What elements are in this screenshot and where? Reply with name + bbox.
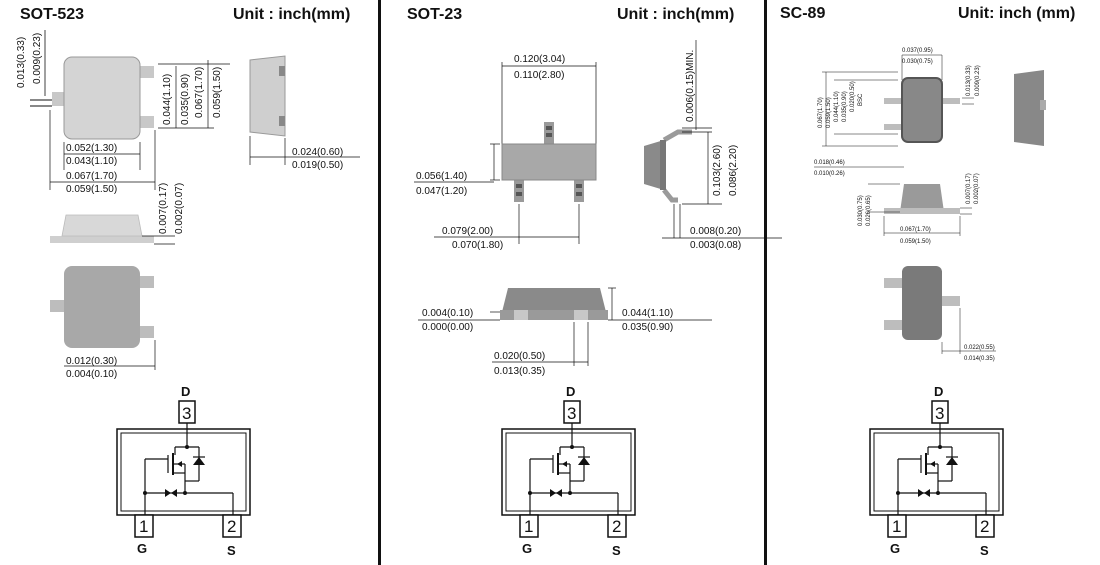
dim-label: 0.067(1.70) <box>900 227 931 233</box>
gate-label: G <box>137 541 147 556</box>
dim-label: BSC <box>858 93 864 106</box>
mosfet-schematic: D 3 <box>116 384 251 558</box>
panel-sot-523: SOT-523 Unit : inch(mm) 0.013(0.33) 0.00… <box>0 0 378 565</box>
dim-label: 0.059(1.50) <box>826 97 832 128</box>
package-title: SOT-523 <box>20 6 85 23</box>
dim-label: 0.059(1.50) <box>212 67 223 118</box>
unit-label: Unit: inch (mm) <box>958 5 1076 22</box>
dim-label: 0.024(0.60) <box>292 147 343 158</box>
unit-label: Unit : inch(mm) <box>617 6 735 23</box>
drain-label: D <box>181 384 190 399</box>
dim-label: 0.018(0.46) <box>814 160 845 166</box>
dim-label: 0.037(0.95) <box>902 48 933 54</box>
top-view-package <box>30 30 154 140</box>
dim-label: 0.012(0.30) <box>66 356 117 367</box>
dim-label: 0.120(3.04) <box>514 54 565 65</box>
dim-label: 0.008(0.20) <box>690 226 741 237</box>
sot-23-drawing: 0.120(3.04) 0.110(2.80) 0.056(1.40) 0.04… <box>414 40 782 558</box>
dim-label: 0.035(0.90) <box>842 91 848 122</box>
bottom-view-package <box>50 266 154 348</box>
dim-label: 0.022(0.55) <box>964 345 995 351</box>
dim-label: 0.020(0.50) <box>494 351 545 362</box>
dim-label: 0.052(1.30) <box>66 143 117 154</box>
gate-label: G <box>522 541 532 556</box>
dim-label: 0.067(1.70) <box>818 97 824 128</box>
dim-label: 0.067(1.70) <box>66 171 117 182</box>
dim-label: 0.003(0.08) <box>690 240 741 251</box>
dim-label: 0.110(2.80) <box>514 70 564 81</box>
dim-label: 0.013(0.33) <box>966 65 972 96</box>
dim-label: 0.002(0.07) <box>174 183 185 234</box>
top-view-package <box>501 122 597 202</box>
pin-3-number: 3 <box>935 404 944 423</box>
pin-1-number: 1 <box>524 517 533 536</box>
dim-label: 0.030(0.75) <box>902 59 933 65</box>
dim-label: 0.010(0.26) <box>814 171 845 177</box>
package-title: SC-89 <box>780 5 826 22</box>
end-view-package <box>500 288 608 320</box>
panel-sc-89: SC-89 Unit: inch (mm) 0.037(0.95) 0.030(… <box>768 0 1100 565</box>
side-view-package <box>1014 70 1046 146</box>
dim-label: 0.013(0.33) <box>16 37 27 88</box>
dim-label: 0.059(1.50) <box>66 184 117 195</box>
pin-3-number: 3 <box>567 404 576 423</box>
end-view-package <box>50 214 154 243</box>
dim-label: 0.013(0.35) <box>494 366 545 377</box>
pin-2-number: 2 <box>227 517 236 536</box>
dim-label: 0.056(1.40) <box>416 171 467 182</box>
dim-label: 0.044(1.10) <box>834 91 840 122</box>
bottom-view-package <box>884 266 960 340</box>
source-label: S <box>227 543 236 558</box>
dim-label: 0.020(0.50) <box>850 81 856 112</box>
dim-label: 0.079(2.00) <box>442 226 493 237</box>
unit-label: Unit : inch(mm) <box>233 6 351 23</box>
mosfet-schematic: D 3 <box>869 384 1004 558</box>
pin-2-number: 2 <box>612 517 621 536</box>
panel-sot-23: SOT-23 Unit : inch(mm) 0.120(3.04) 0.110… <box>382 0 782 565</box>
dim-label: 0.007(0.17) <box>966 173 972 204</box>
mosfet-schematic: D 3 <box>501 384 636 558</box>
dim-label: 0.002(0.07) <box>974 173 980 204</box>
side-view-package <box>644 129 692 203</box>
panel-divider <box>378 0 381 565</box>
gate-label: G <box>890 541 900 556</box>
dim-label: 0.044(1.10) <box>622 308 673 319</box>
dim-label: 0.047(1.20) <box>416 186 467 197</box>
dim-label: 0.086(2.20) <box>728 145 739 196</box>
drain-label: D <box>934 384 943 399</box>
pin-1-number: 1 <box>892 517 901 536</box>
dim-label: 0.043(1.10) <box>66 156 117 167</box>
dim-label: 0.035(0.90) <box>180 74 191 125</box>
dim-label: 0.004(0.10) <box>422 308 473 319</box>
dim-label: 0.067(1.70) <box>194 67 205 118</box>
top-view-package <box>884 77 960 143</box>
dim-label: 0.007(0.17) <box>158 183 169 234</box>
dim-label: 0.000(0.00) <box>422 322 473 333</box>
dim-label: 0.035(0.90) <box>622 322 673 333</box>
dim-label: 0.014(0.35) <box>964 356 995 362</box>
pin-3-number: 3 <box>182 404 191 423</box>
dim-label: 0.004(0.10) <box>66 369 117 380</box>
panel-divider <box>764 0 767 565</box>
dim-label: 0.103(2.60) <box>712 145 723 196</box>
package-title: SOT-23 <box>407 6 463 23</box>
dim-label: 0.070(1.80) <box>452 240 503 251</box>
pin-2-number: 2 <box>980 517 989 536</box>
pin-1-number: 1 <box>139 517 148 536</box>
drain-label: D <box>566 384 575 399</box>
dim-label: 0.009(0.23) <box>975 65 981 96</box>
dim-label: 0.030(0.75) <box>858 195 864 226</box>
dim-label: 0.026(0.65) <box>866 195 872 226</box>
dim-label: 0.059(1.50) <box>900 239 931 245</box>
end-view-package <box>884 184 960 214</box>
dim-label: 0.044(1.10) <box>162 74 173 125</box>
side-view-package <box>249 55 286 137</box>
dim-label: 0.006(0.15)MIN. <box>685 50 696 122</box>
sot-523-drawing: 0.013(0.33) 0.009(0.23) 0.044(1.10) 0.03… <box>16 30 360 558</box>
source-label: S <box>612 543 621 558</box>
sc-89-drawing: 0.037(0.95) 0.030(0.75) 0.013(0.33) 0.00… <box>814 48 1046 558</box>
dim-label: 0.009(0.23) <box>32 33 43 84</box>
source-label: S <box>980 543 989 558</box>
dim-label: 0.019(0.50) <box>292 160 343 171</box>
